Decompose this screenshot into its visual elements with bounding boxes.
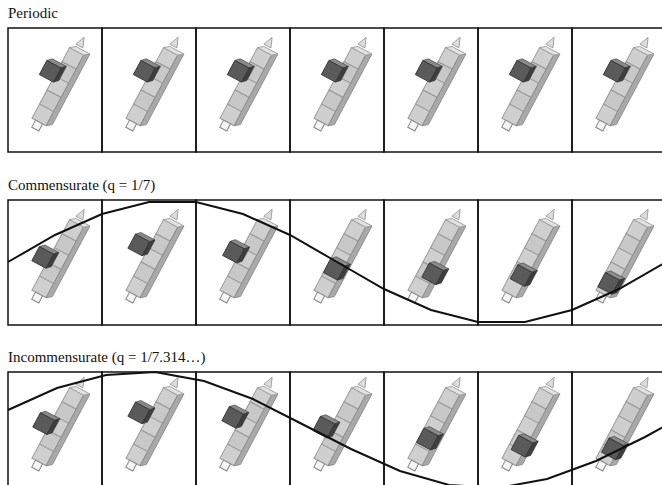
row-heading: Commensurate (q = 1/7) (8, 176, 155, 194)
row-heading: Incommensurate (q = 1/7.314…) (8, 348, 206, 366)
row-heading: Periodic (8, 4, 58, 22)
